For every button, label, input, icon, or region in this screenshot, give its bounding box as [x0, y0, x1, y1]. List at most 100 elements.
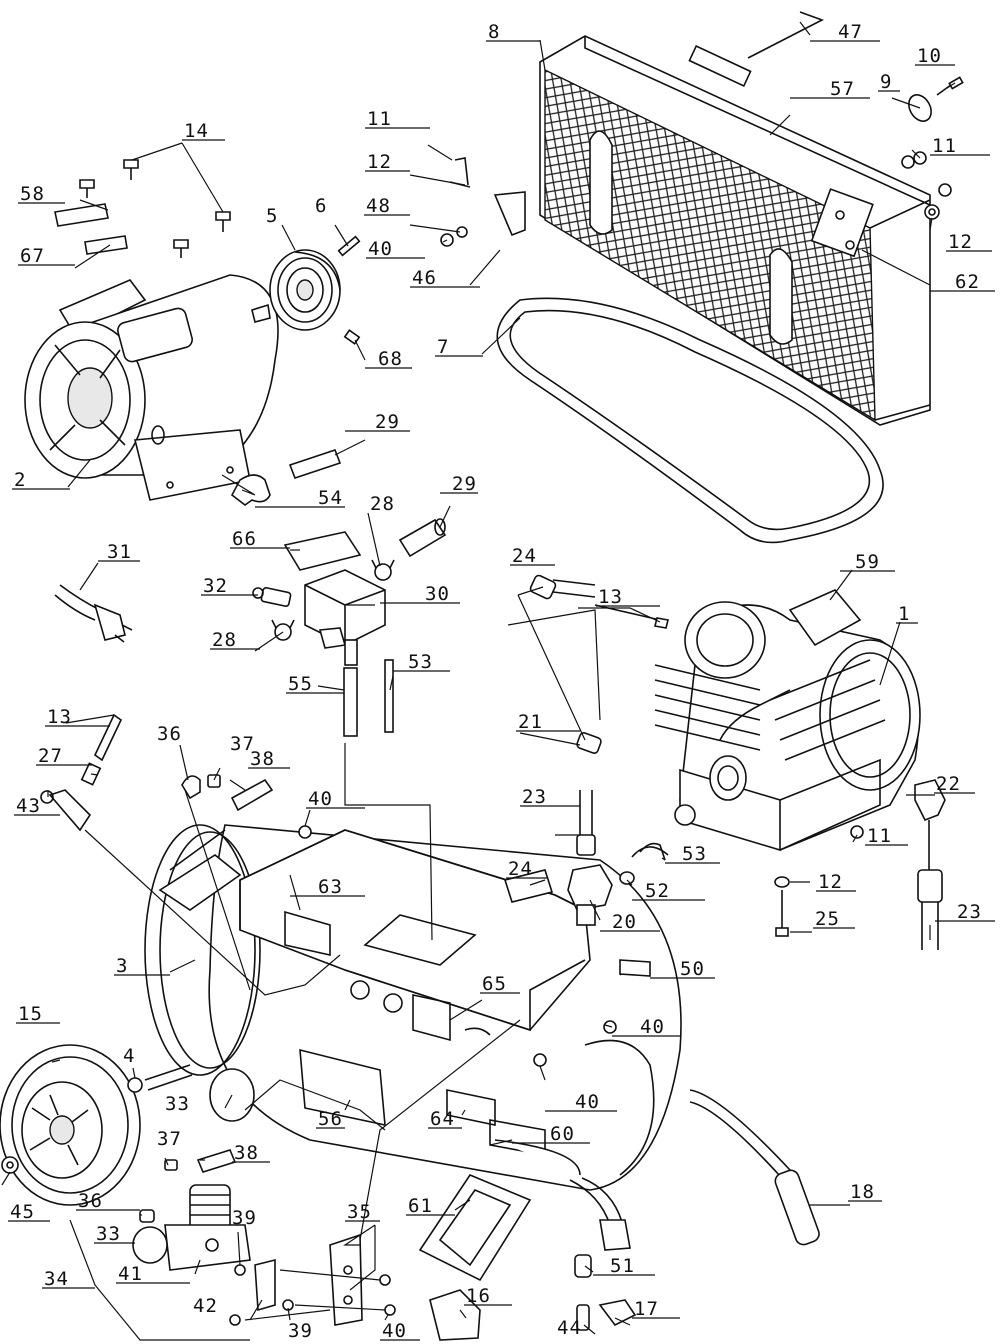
callout-40-bracket: 40 — [382, 1320, 407, 1342]
callout-29-upper: 29 — [375, 411, 400, 433]
callout-1: 1 — [898, 603, 910, 625]
callout-37-upper: 37 — [230, 733, 255, 755]
callout-11-top: 11 — [367, 108, 392, 130]
callout-53-switch: 53 — [408, 651, 433, 673]
elbow-hose — [230, 474, 271, 506]
callout-44: 44 — [557, 1317, 582, 1339]
electric-motor — [24, 274, 279, 501]
callout-25: 25 — [815, 908, 840, 930]
axle-washer — [127, 1064, 193, 1093]
axle-nut — [1, 1156, 19, 1174]
callout-6: 6 — [315, 195, 327, 217]
callout-51: 51 — [610, 1255, 635, 1277]
drain-parts — [429, 1254, 637, 1341]
pump-mount-hardware — [774, 825, 864, 937]
callout-28-lower: 28 — [212, 629, 237, 651]
callout-58: 58 — [20, 183, 45, 205]
callout-10: 10 — [917, 45, 942, 67]
callout-66: 66 — [232, 528, 257, 550]
callout-62: 62 — [955, 271, 980, 293]
callout-27: 27 — [38, 745, 63, 767]
callout-33-upper: 33 — [165, 1093, 190, 1115]
nut-washer-guard — [901, 151, 952, 220]
callout-37-lower: 37 — [157, 1128, 182, 1150]
callout-45: 45 — [10, 1201, 35, 1223]
callout-57: 57 — [830, 78, 855, 100]
callout-18: 18 — [850, 1181, 875, 1203]
callout-21: 21 — [518, 711, 543, 733]
regulator-bracket — [329, 1233, 363, 1326]
callout-30: 30 — [425, 583, 450, 605]
callout-36-lower: 36 — [78, 1190, 103, 1212]
callout-17: 17 — [634, 1298, 659, 1320]
callout-47: 47 — [838, 21, 863, 43]
callout-12-top: 12 — [367, 151, 392, 173]
callout-39-upper: 39 — [232, 1207, 257, 1229]
set-screw — [343, 329, 361, 345]
callout-28-upper: 28 — [370, 493, 395, 515]
callout-53-tee: 53 — [682, 843, 707, 865]
switch-fitting — [252, 587, 292, 607]
callout-7: 7 — [437, 336, 449, 358]
callout-16: 16 — [466, 1285, 491, 1307]
guard-bracket-hardware — [440, 157, 526, 247]
callout-34: 34 — [44, 1268, 69, 1290]
callout-11-pump: 11 — [867, 825, 892, 847]
callout-36-upper: 36 — [157, 723, 182, 745]
callout-13-pump: 13 — [598, 586, 623, 608]
callout-41: 41 — [118, 1263, 143, 1285]
discharge-tube-right — [917, 820, 943, 950]
tank-lower-handle — [569, 1177, 631, 1251]
regulator — [164, 1184, 251, 1271]
callout-22: 22 — [936, 773, 961, 795]
callout-64: 64 — [430, 1108, 455, 1130]
callout-35: 35 — [347, 1201, 372, 1223]
motor-labels — [54, 203, 128, 255]
callout-5: 5 — [266, 205, 278, 227]
callout-59: 59 — [855, 551, 880, 573]
callout-55: 55 — [288, 673, 313, 695]
callout-29-lower: 29 — [452, 473, 477, 495]
callout-56: 56 — [318, 1108, 343, 1130]
strain-relief-upper — [371, 559, 395, 581]
callout-12-guard: 12 — [948, 231, 973, 253]
callout-2: 2 — [14, 469, 26, 491]
callout-32: 32 — [203, 575, 228, 597]
gauge — [132, 1226, 168, 1264]
callout-42: 42 — [193, 1295, 218, 1317]
tank-mount-plate — [239, 829, 591, 1036]
motor-bolts — [79, 159, 231, 258]
callout-68: 68 — [378, 348, 403, 370]
callout-54: 54 — [318, 487, 343, 509]
callout-38-upper: 38 — [250, 748, 275, 770]
tube-lower — [398, 518, 447, 558]
leader-lines — [1, 21, 956, 1341]
callout-20: 20 — [612, 911, 637, 933]
small-label — [619, 959, 651, 977]
pump-elbow — [914, 779, 946, 822]
motor-pulley — [269, 249, 341, 331]
callout-40-plate: 40 — [575, 1091, 600, 1113]
drive-belt — [496, 297, 884, 544]
callout-50: 50 — [680, 958, 705, 980]
callout-9: 9 — [880, 71, 892, 93]
callout-40-right: 40 — [640, 1016, 665, 1038]
callout-33-lower: 33 — [96, 1223, 121, 1245]
callout-13-left: 13 — [47, 706, 72, 728]
washer-screw-top-right — [908, 76, 964, 122]
hose-clip — [254, 1258, 276, 1312]
wheel — [0, 1044, 141, 1206]
callout-43: 43 — [16, 795, 41, 817]
callout-23-right: 23 — [957, 901, 982, 923]
callout-24-upper: 24 — [512, 545, 537, 567]
callout-67: 67 — [20, 245, 45, 267]
callout-15: 15 — [18, 1003, 43, 1025]
callout-39-lower: 39 — [288, 1320, 313, 1342]
pump-fittings-upper — [529, 574, 669, 754]
belt-guard — [539, 35, 931, 426]
tank-handle — [689, 1089, 820, 1246]
tube-upper — [288, 448, 342, 480]
pressure-switch — [304, 569, 386, 666]
callout-48: 48 — [366, 195, 391, 217]
